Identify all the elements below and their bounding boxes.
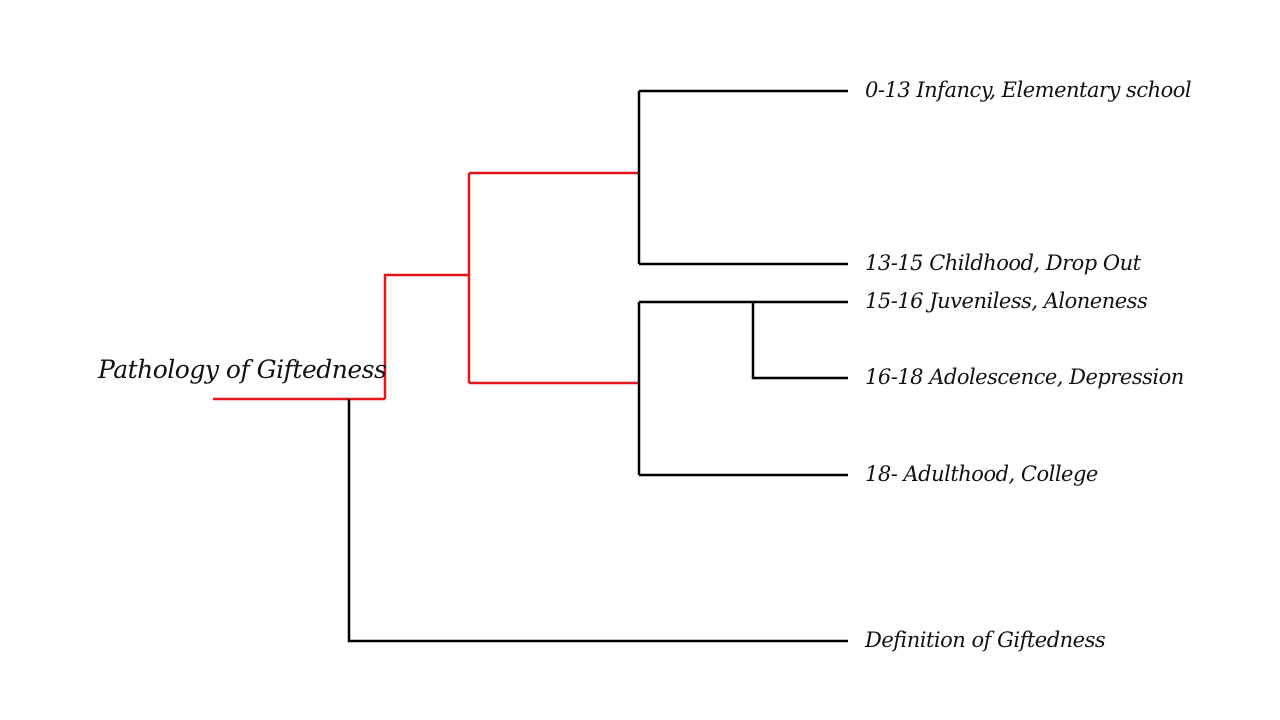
leaf-label-childhood: 13-15 Childhood, Drop Out [865,251,1141,275]
leaf-label-adolescence: 16-18 Adolescence, Depression [865,365,1184,389]
leaf-label-definition: Definition of Giftedness [865,628,1106,652]
default-paths [347,89,848,643]
adolescence-bracket-line [751,302,848,380]
root-label: Pathology of Giftedness [98,355,387,384]
highlighted-path [213,171,639,401]
definition-branch-line [347,399,848,643]
leaf-label-infancy: 0-13 Infancy, Elementary school [865,78,1192,102]
leaf-label-juvenileness: 15-16 Juveniless, Aloneness [865,289,1148,313]
leaf-label-adulthood: 18- Adulthood, College [865,462,1098,486]
branch-level1-line [383,273,469,399]
